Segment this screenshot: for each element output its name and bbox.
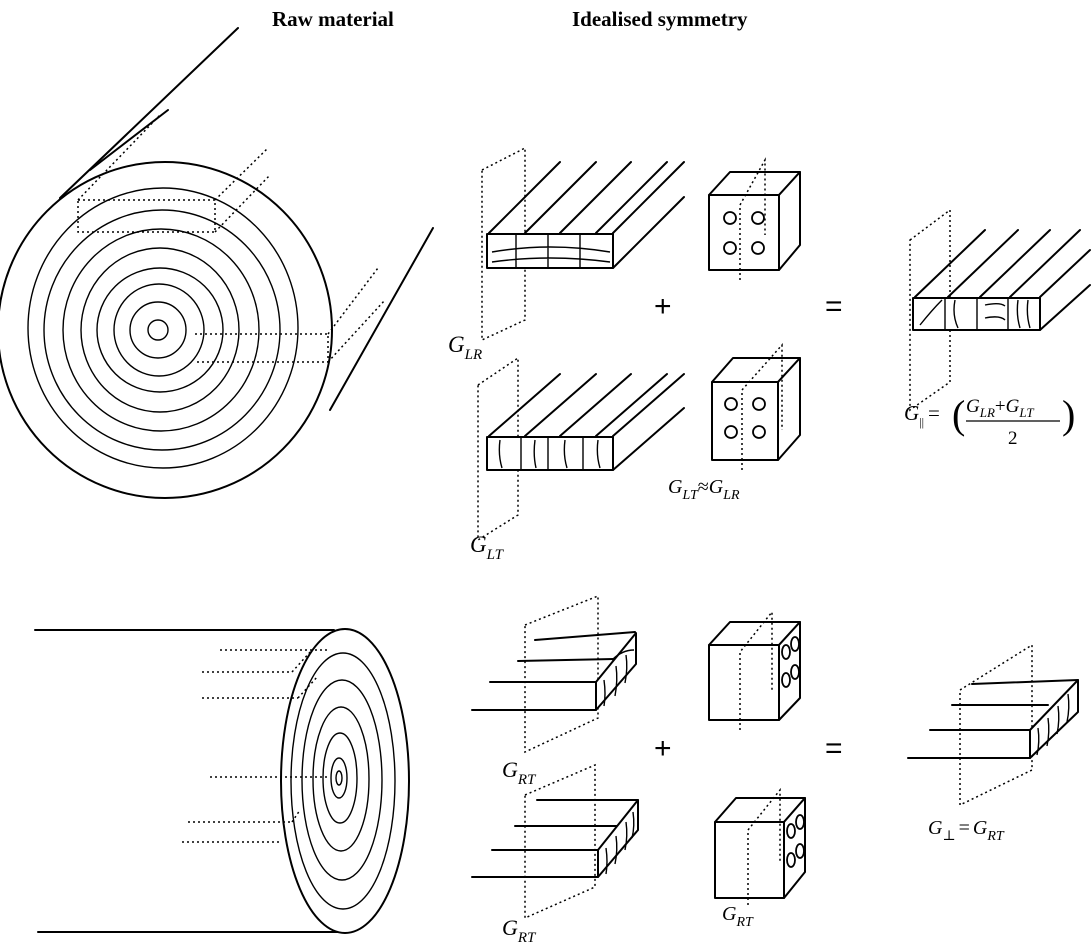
log-side-view	[34, 628, 410, 934]
cube-rt-lower	[714, 787, 806, 905]
board-end-face	[486, 233, 614, 269]
growth-ring	[301, 679, 383, 881]
growth-ring	[330, 757, 348, 799]
log-end-rings	[280, 628, 410, 934]
log-end-view	[0, 27, 434, 499]
svg-text:GLR+GLT: GLR+GLT	[966, 396, 1034, 420]
growth-ring	[43, 209, 281, 451]
shear-plane	[524, 594, 599, 754]
board-rt-lower	[471, 763, 639, 920]
board-lr	[481, 146, 685, 342]
svg-text:G||=: G||=	[904, 401, 940, 429]
board-rt-upper	[471, 594, 637, 754]
pith	[147, 319, 169, 341]
cube-lt	[711, 343, 801, 470]
g-rt-label-cube: GRT	[722, 903, 754, 930]
log-bottom-edge	[329, 227, 434, 411]
svg-text:): )	[1062, 392, 1075, 437]
growth-ring	[322, 732, 358, 824]
growth-rings	[0, 161, 333, 499]
svg-text:2: 2	[1008, 428, 1018, 449]
board-end-face	[486, 436, 614, 471]
growth-ring	[27, 187, 299, 469]
log-inner-edge	[89, 109, 169, 171]
shear-plane	[909, 208, 951, 412]
shear-plane	[959, 643, 1033, 807]
equals-sign-top: =	[825, 290, 843, 323]
shear-plane	[481, 146, 526, 342]
g-perp-equation: G⊥=GRT	[928, 817, 1005, 844]
growth-ring	[312, 706, 370, 852]
g-parallel-equation: G||= ( GLR+GLT 2 )	[904, 392, 1075, 449]
growth-ring	[129, 301, 187, 359]
svg-text:(: (	[952, 392, 965, 437]
growth-ring	[96, 267, 224, 393]
plus-sign-top: +	[654, 290, 672, 323]
idealised-symmetry-heading: Idealised symmetry	[572, 7, 748, 31]
g-rt-label-upper: GRT	[502, 757, 537, 788]
g-lt-approx-g-lr: GLT≈GLR	[668, 476, 740, 503]
raw-material-heading: Raw material	[272, 7, 394, 31]
specimen-guides-bottom	[182, 649, 330, 843]
board-perp	[907, 643, 1079, 807]
specimen-guides-top	[77, 114, 386, 363]
growth-ring	[290, 652, 396, 910]
pith	[335, 770, 343, 786]
board-lt	[477, 356, 685, 542]
cube-lr	[708, 157, 801, 280]
g-lt-label: GLT	[470, 532, 505, 563]
g-lr-label: GLR	[448, 332, 482, 363]
growth-ring	[80, 247, 240, 413]
g-rt-label-lower: GRT	[502, 915, 537, 943]
cube-rt-upper	[708, 609, 801, 730]
growth-ring	[113, 283, 205, 377]
equals-sign-bottom: =	[825, 732, 843, 765]
log-bark-outline	[0, 161, 333, 499]
plus-sign-bottom: +	[654, 732, 672, 765]
log-side-end-face	[280, 628, 410, 934]
shear-plane	[477, 356, 519, 542]
board-parallel	[909, 208, 1091, 412]
shear-plane	[524, 763, 596, 920]
growth-ring	[62, 228, 260, 432]
